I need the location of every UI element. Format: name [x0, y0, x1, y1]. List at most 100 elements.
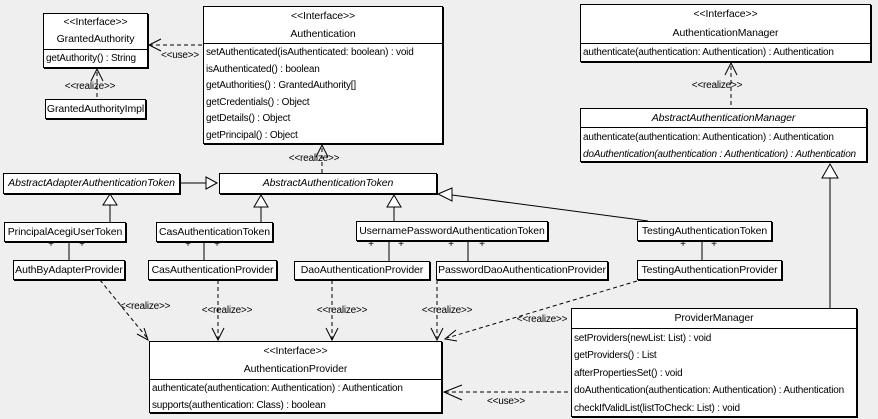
generalization-testingtoken-line: [451, 194, 649, 222]
multiplicity-label: +: [680, 239, 686, 250]
method-label: setProviders(newList: List) : void: [574, 333, 712, 344]
stereotype-label: <<Interface>>: [290, 10, 356, 22]
class-header: <<Interface>> AuthenticationProvider: [150, 342, 441, 380]
class-name: UsernamePasswordAuthenticationToken: [359, 225, 545, 237]
multiplicity-label: +: [185, 239, 191, 250]
class-auth-by-adapter-provider[interactable]: AuthByAdapterProvider: [13, 260, 125, 280]
realize-label: <<realize>>: [421, 305, 473, 316]
realize-label: <<realize>>: [201, 305, 253, 316]
realize-label: <<realize>>: [316, 305, 368, 316]
multiplicity-label: +: [711, 239, 717, 250]
class-name: PasswordDaoAuthenticationProvider: [438, 264, 606, 276]
class-password-dao-authentication-provider[interactable]: PasswordDaoAuthenticationProvider: [436, 261, 608, 280]
method-label: getPrincipal() : Object: [206, 129, 298, 141]
open-arrow-icon: [724, 61, 738, 76]
method-label: getCredentials() : Object: [206, 96, 310, 108]
open-arrow-icon: [430, 327, 444, 342]
class-cas-authentication-token[interactable]: CasAuthenticationToken: [156, 222, 273, 242]
method-label: authenticate(authentication: Authenticat…: [152, 383, 403, 394]
class-granted-authority[interactable]: <<Interface>> GrantedAuthority getAuthor…: [43, 13, 148, 68]
class-name: GrantedAuthority: [56, 33, 135, 45]
class-abstract-authentication-manager[interactable]: AbstractAuthenticationManager authentica…: [580, 108, 867, 162]
class-username-password-authentication-token[interactable]: UsernamePasswordAuthenticationToken: [356, 221, 548, 241]
open-arrow-icon: [90, 67, 104, 82]
generalization-triangle-icon: [205, 176, 219, 190]
dashed-edges: [96, 44, 732, 393]
class-header: AbstractAuthenticationManager: [581, 109, 866, 128]
class-header: <<Interface>> GrantedAuthority: [44, 14, 147, 50]
realize-label: <<realize>>: [288, 153, 340, 164]
generalization-triangle-icon: [102, 193, 118, 206]
generalization-triangle-icon: [386, 194, 402, 208]
use-label: <<use>>: [486, 396, 526, 407]
method-label: authenticate(authentication: Authenticat…: [583, 47, 834, 58]
generalization-edges: [102, 162, 839, 308]
class-abstract-adapter-authentication-token[interactable]: AbstractAdapterAuthenticationToken: [3, 173, 180, 194]
method-label: checkIfValidList(listToCheck: List) : vo…: [574, 402, 740, 414]
class-name: AbstractAuthenticationToken: [262, 177, 394, 189]
use-label: <<use>>: [160, 50, 200, 61]
class-testing-authentication-provider[interactable]: TestingAuthenticationProvider: [637, 260, 782, 280]
class-name: TestingAuthenticationProvider: [641, 264, 778, 276]
class-cas-authentication-provider[interactable]: CasAuthenticationProvider: [148, 260, 277, 280]
class-name: AbstractAuthenticationManager: [651, 112, 796, 124]
class-authentication-provider[interactable]: <<Interface>> AuthenticationProvider aut…: [149, 341, 442, 413]
class-name: ProviderManager: [674, 312, 754, 324]
multiplicity-label: +: [448, 239, 454, 250]
open-arrow-icon: [443, 329, 458, 342]
class-header: <<Interface>> AuthenticationManager: [581, 5, 870, 44]
class-dao-authentication-provider[interactable]: DaoAuthenticationProvider: [294, 261, 430, 280]
class-name: Authentication: [290, 28, 356, 40]
class-name: CasAuthenticationProvider: [151, 264, 274, 276]
open-arrow-icon: [325, 327, 339, 342]
open-arrow-icon: [147, 38, 162, 52]
generalization-triangle-icon: [436, 187, 453, 202]
stereotype-label: <<Interface>>: [263, 345, 328, 357]
class-provider-manager[interactable]: ProviderManager setProviders(newList: Li…: [571, 308, 857, 417]
realize-label: <<realize>>: [691, 80, 743, 91]
method-label: doAuthentication(authentication : Authen…: [583, 149, 856, 160]
multiplicity-label: +: [368, 239, 374, 250]
class-name: DaoAuthenticationProvider: [300, 264, 424, 276]
method-label: afterPropertiesSet() : void: [574, 367, 683, 379]
realize-testingprovider-line: [446, 280, 638, 339]
method-label: getProviders() : List: [574, 350, 657, 362]
class-name: AuthenticationManager: [672, 27, 779, 39]
open-arrow-icon: [442, 384, 463, 401]
generalization-triangle-icon: [821, 162, 839, 179]
class-name: GrantedAuthorityImpl: [46, 103, 145, 115]
generalization-triangle-icon: [253, 194, 269, 208]
method-label: getAuthority() : String: [46, 53, 136, 64]
method-label: getDetails() : Object: [206, 113, 291, 125]
realize-authbyadapter-line: [99, 279, 149, 340]
class-name: CasAuthenticationToken: [158, 226, 271, 238]
class-authentication-manager[interactable]: <<Interface>> AuthenticationManager auth…: [580, 4, 871, 62]
class-principal-acegi-user-token[interactable]: PrincipalAcegiUserToken: [4, 222, 126, 242]
method-label: doAuthentication(authentication: Authent…: [574, 385, 844, 397]
realize-label: <<realize>>: [64, 81, 116, 92]
multiplicity-label: +: [48, 239, 54, 250]
class-header: <<Interface>> Authentication: [204, 7, 442, 44]
multiplicity-label: +: [79, 239, 85, 250]
class-name: AuthByAdapterProvider: [15, 264, 123, 276]
stereotype-label: <<Interface>>: [63, 16, 128, 28]
open-arrowheads: [90, 38, 738, 401]
multiplicity-label: +: [398, 239, 404, 250]
open-arrow-icon: [211, 327, 225, 342]
open-arrow-icon: [136, 327, 149, 342]
method-label: authenticate(authentication: Authenticat…: [583, 132, 834, 143]
multiplicity-label: +: [479, 239, 485, 250]
class-testing-authentication-token[interactable]: TestingAuthenticationToken: [637, 221, 772, 241]
class-granted-authority-impl[interactable]: GrantedAuthorityImpl: [45, 99, 146, 119]
association-edges: [68, 241, 703, 261]
class-header: ProviderManager: [572, 309, 856, 329]
class-name: TestingAuthenticationToken: [641, 225, 768, 237]
stereotype-label: <<Interface>>: [693, 8, 758, 20]
class-abstract-authentication-token[interactable]: AbstractAuthenticationToken: [219, 173, 437, 194]
class-name: PrincipalAcegiUserToken: [7, 226, 123, 238]
class-authentication[interactable]: <<Interface>> Authentication setAuthenti…: [203, 6, 443, 144]
open-arrow-icon: [315, 143, 329, 158]
method-label: getAuthorities() : GrantedAuthority[]: [206, 80, 356, 92]
multiplicity-label: +: [214, 239, 220, 250]
